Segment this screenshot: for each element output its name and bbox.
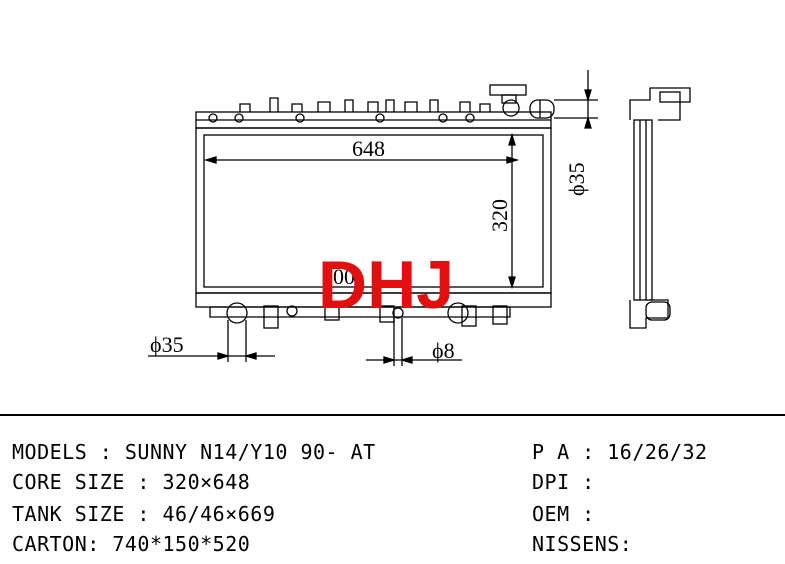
height-label: 320: [487, 199, 512, 232]
top-tank: [195, 97, 552, 129]
spec-carton: CARTON: 740*150*520: [12, 532, 251, 556]
filler-cap: [489, 84, 527, 117]
watermark: DHJ: [318, 247, 454, 323]
drain-dimension: [366, 318, 462, 366]
bottom-pipe-dimension: [148, 320, 275, 362]
drain-label: ϕ8: [432, 338, 455, 363]
divider-line: [0, 414, 785, 416]
side-view: [629, 87, 691, 329]
partial-label: 00: [333, 264, 355, 289]
width-label: 648: [352, 136, 385, 161]
height-dimension: [508, 132, 516, 290]
spec-dpi: DPI :: [532, 470, 595, 494]
top-outlet-pipe: [529, 99, 555, 119]
top-pipe-dimension: [554, 70, 598, 129]
radiator-drawing: 648 320 ϕ35 ϕ35 ϕ8 00 DHJ: [148, 70, 691, 366]
spec-models: MODELS : SUNNY N14/Y10 90- AT: [12, 440, 376, 464]
bottom-pipe-label: ϕ35: [150, 332, 184, 357]
spec-tank-size: TANK SIZE : 46/46×669: [12, 502, 276, 526]
spec-oem: OEM :: [532, 502, 595, 526]
top-pipe-label: ϕ35: [564, 162, 589, 196]
bottom-tank: [195, 292, 552, 329]
spec-core-size: CORE SIZE : 320×648: [12, 470, 251, 494]
spec-pa: P A : 16/26/32: [532, 440, 708, 464]
spec-nissens: NISSENS:: [532, 532, 633, 556]
